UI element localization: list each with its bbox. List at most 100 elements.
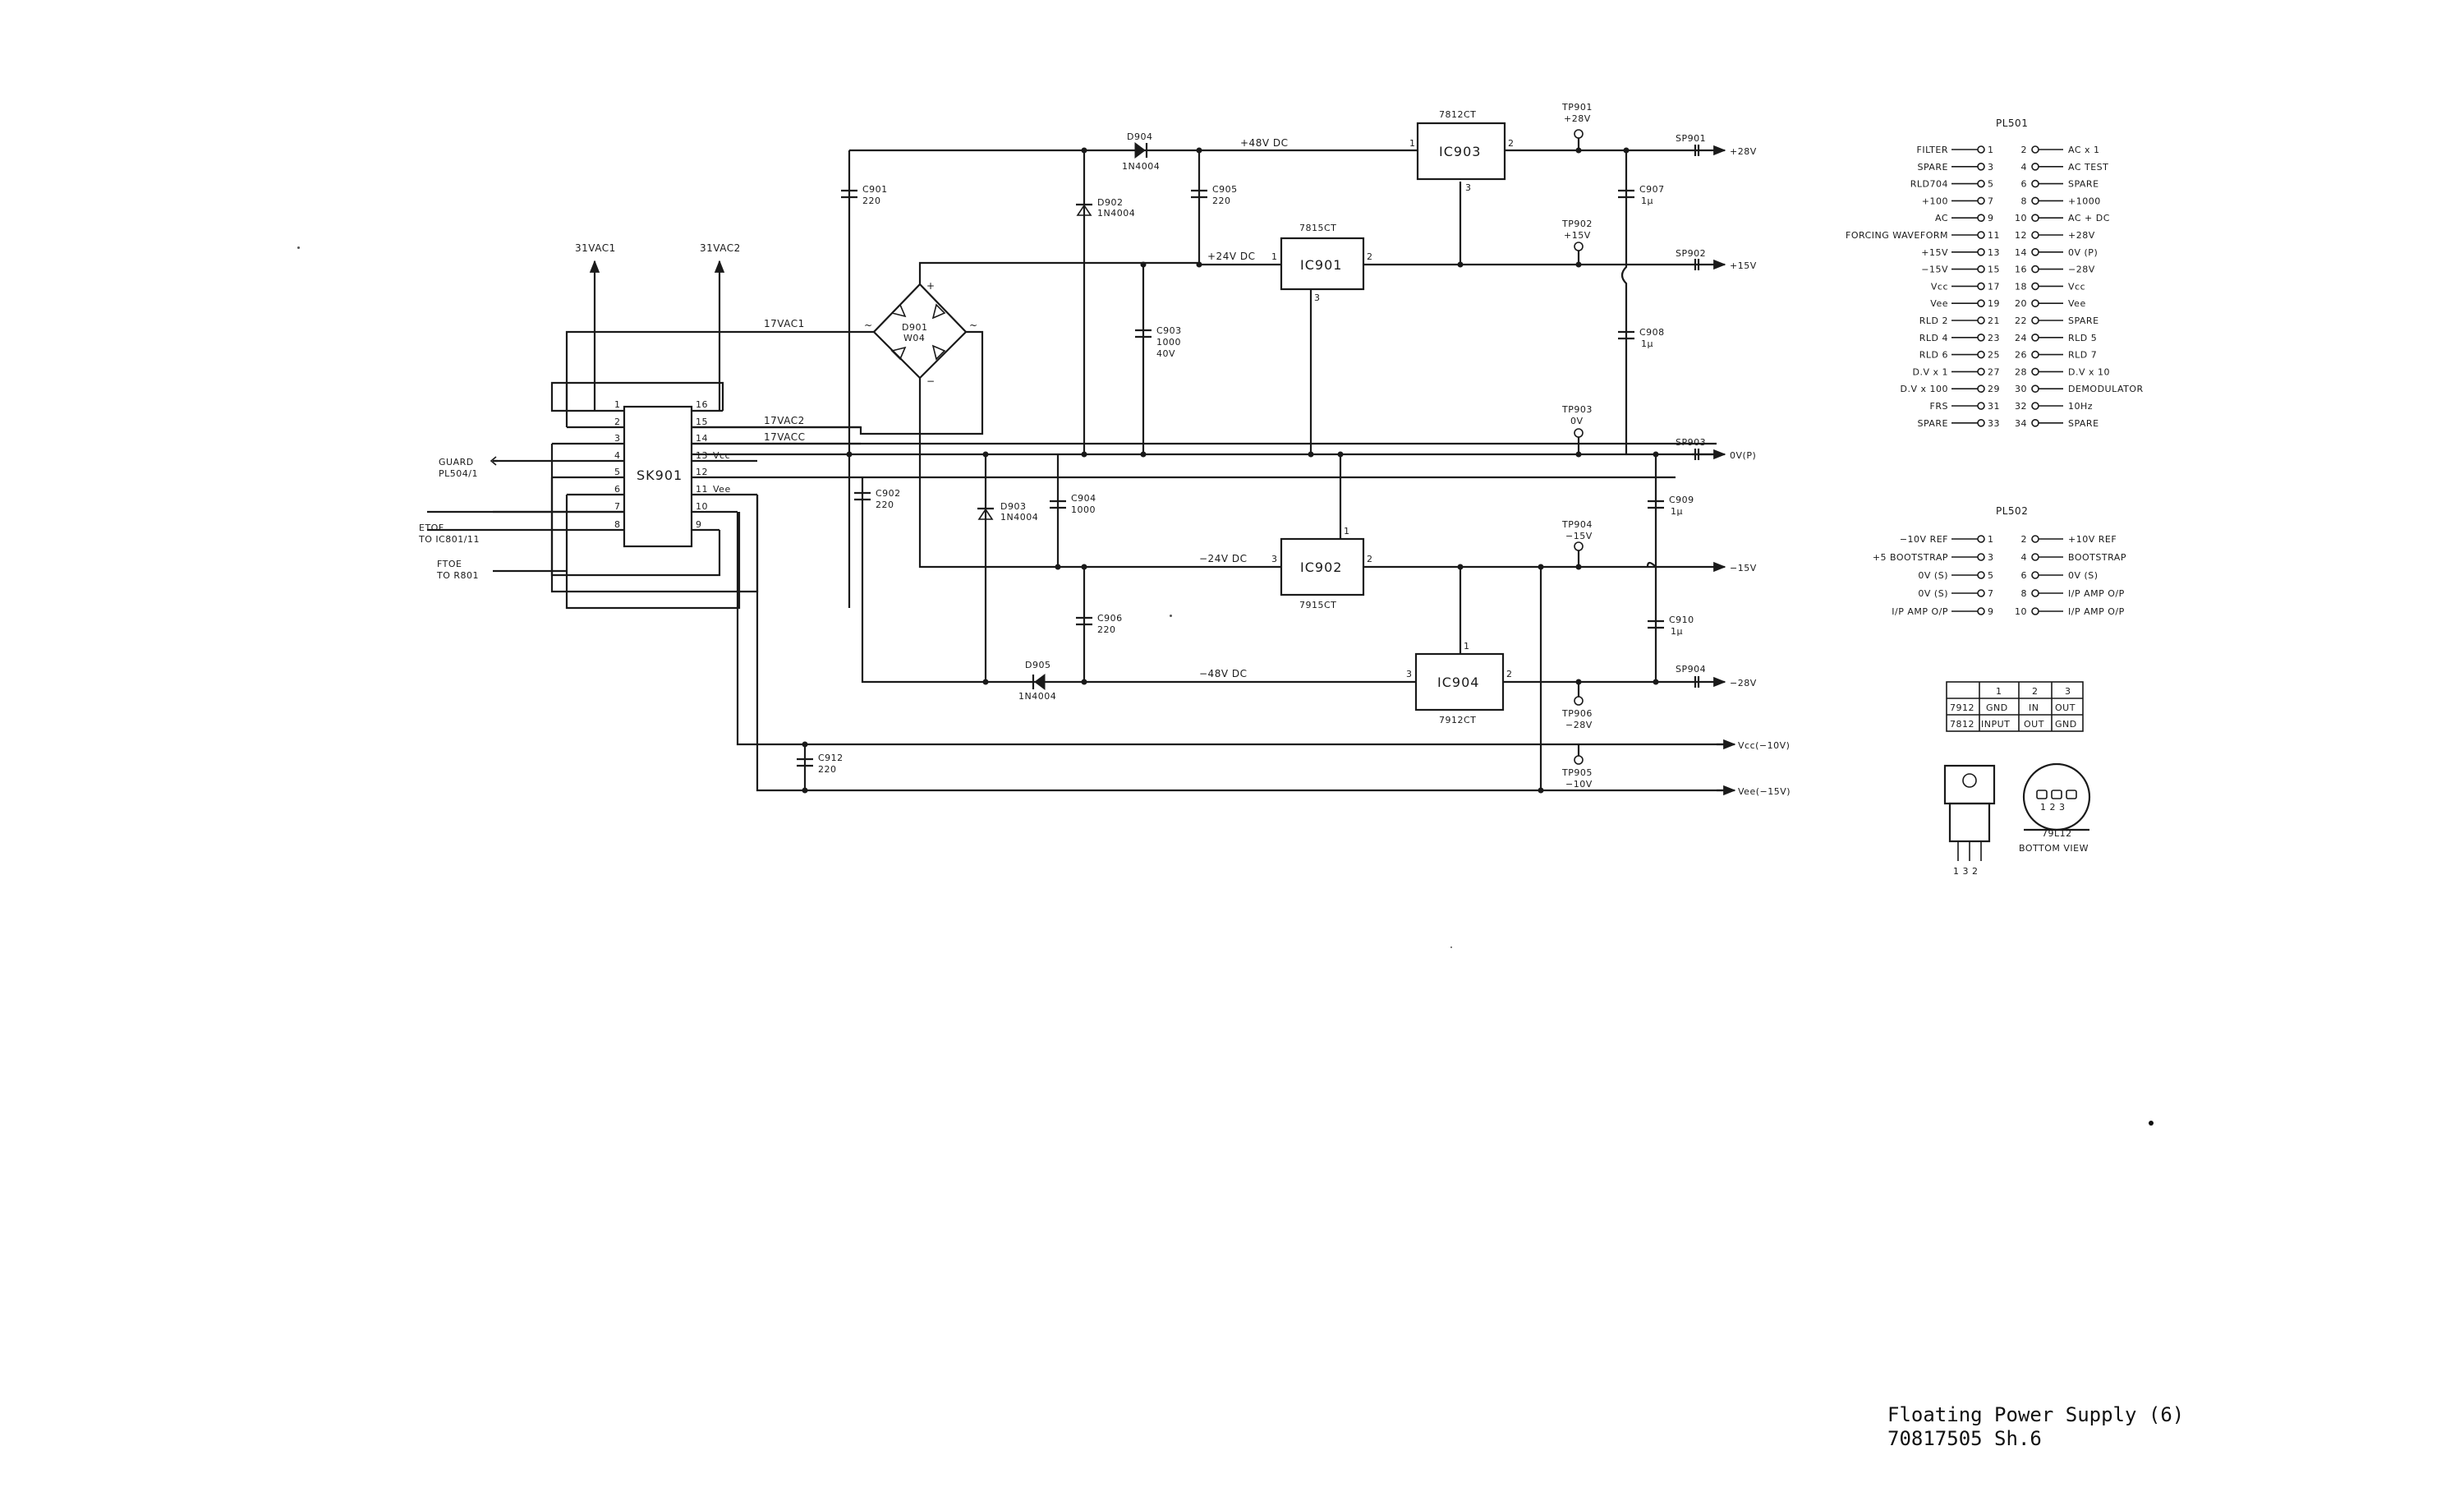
pl501-left-pin-number: 15: [1988, 265, 2000, 275]
pl502-left-label: 0V (S): [1918, 570, 1948, 581]
pinout-cell-1-0: 7812: [1950, 719, 1974, 730]
pl502-left-pin: [1977, 571, 1985, 579]
bridge-ac-left: ~: [864, 320, 873, 331]
svg-text:1: 1: [1409, 138, 1416, 149]
pl501-left-pin: [1977, 145, 1985, 154]
ic903-type: 7812CT: [1439, 109, 1476, 120]
pl501-left-label: D.V x 1: [1913, 366, 1949, 377]
vac1-label: 17VAC1: [764, 318, 805, 329]
pinout-cell-1-3: GND: [2055, 719, 2077, 730]
rail-labels: +48V DC +24V DC −24V DC −48V DC: [1199, 137, 1288, 679]
pl501-left-label: Vee: [1930, 298, 1948, 309]
c905-value: 220: [1212, 196, 1231, 206]
pl502-right-pin: [2031, 535, 2039, 543]
pl501-right-pin-number: 32: [2015, 401, 2027, 412]
pl502-right-pin-number: 10: [2015, 606, 2027, 617]
c903-value: 1000: [1156, 337, 1181, 348]
sk901-pin-10: 10: [696, 501, 708, 512]
pl501-left-pin-number: 5: [1988, 179, 1994, 190]
capacitor-c904: C904 1000: [1050, 454, 1096, 567]
pl502-left-pin: [1977, 607, 1985, 615]
output-zero: 0V(P): [1730, 450, 1756, 461]
regulator-pinout-table: 1 2 3 7912 GND IN OUT 7812 INPUT OUT GND: [1946, 681, 2084, 732]
pl501-right-pin: [2031, 231, 2039, 239]
pl501-right-label: −28V: [2068, 265, 2095, 275]
pl501-right-pin: [2031, 367, 2039, 376]
c901-value: 220: [862, 196, 881, 206]
pl502-left-pin-number: 5: [1988, 570, 1994, 581]
pl501-right-pin-number: 2: [2021, 145, 2028, 155]
to220-pins: 1 3 2: [1953, 866, 1979, 877]
output-vee: Vee(−15V): [1738, 786, 1791, 797]
pl501-left-label: FRS: [1930, 401, 1948, 412]
test-points: TP901 +28V TP902 +15V TP903 0V TP904 −15…: [1539, 102, 1593, 790]
ac2-input-label: 31VAC2: [700, 242, 741, 254]
output-p28: +28V: [1730, 146, 1757, 157]
pl502-left-pin-number: 1: [1988, 534, 1994, 545]
pl501-right-pin: [2031, 145, 2039, 154]
output-n28: −28V: [1730, 678, 1757, 688]
pl501-right-pin: [2031, 163, 2039, 171]
bridge-minus: −: [926, 375, 935, 387]
svg-text:3: 3: [1465, 182, 1472, 193]
pl501-right-pin-number: 24: [2015, 333, 2027, 343]
pl501-left-label: FILTER: [1917, 145, 1949, 155]
pl501-right-pin: [2031, 418, 2039, 427]
d902-ref: D902: [1097, 197, 1123, 208]
pl502-left-label: 0V (S): [1918, 588, 1948, 599]
pl502-right-pin-number: 6: [2021, 570, 2028, 581]
pl501-left-label: FORCING WAVEFORM: [1846, 230, 1948, 241]
guard-ref-label: PL504/1: [439, 468, 478, 479]
sk901-pin-7: 7: [614, 501, 621, 512]
to92-package: 1 2 3 79L12 BOTTOM VIEW: [2019, 762, 2091, 854]
c912-value: 220: [818, 764, 837, 775]
ic902-type: 7915CT: [1299, 600, 1336, 610]
pl501-right-pin-number: 14: [2015, 247, 2027, 258]
pl501-right-label: AC TEST: [2068, 162, 2108, 173]
bridge-ac-right: ~: [969, 320, 978, 331]
pl501-left-pin: [1977, 231, 1985, 239]
pl501-left-pin: [1977, 418, 1985, 427]
pl501-right-label: Vee: [2068, 298, 2086, 309]
pinout-cell-1-1: INPUT: [1981, 719, 2010, 730]
pl501-right-label: 10Hz: [2068, 401, 2093, 412]
pl501-right-pin: [2031, 265, 2039, 274]
svg-text:2: 2: [1508, 138, 1515, 149]
diode-d903: D903 1N4004: [977, 501, 1038, 523]
pinout-header-2: 2: [2032, 686, 2039, 697]
pl501-right-label: 0V (P): [2068, 247, 2098, 258]
ftoe-label: FTOE: [437, 559, 462, 569]
pl501-right-pin: [2031, 196, 2039, 205]
tp906-ref: TP906: [1561, 708, 1593, 719]
pinout-cell-0-0: 7912: [1950, 702, 1974, 713]
pl502-left-pin: [1977, 553, 1985, 561]
etof-ref-label: TO IC801/11: [418, 534, 480, 545]
capacitor-c909: C909 1μ: [1648, 495, 1694, 517]
pl501-left-label: SPARE: [1917, 418, 1948, 429]
d901-type: W04: [903, 333, 925, 343]
pl501-left-pin-number: 3: [1988, 162, 1994, 173]
ic901-type: 7815CT: [1299, 223, 1336, 233]
c909-value: 1μ: [1671, 506, 1683, 517]
ic904-ref: IC904: [1437, 675, 1479, 690]
pl501-left-pin-number: 21: [1988, 315, 2000, 326]
bottom-view-label: BOTTOM VIEW: [2019, 843, 2089, 854]
pl501-right-pin-number: 22: [2015, 315, 2027, 326]
sk901-vcc-label: Vcc: [713, 450, 730, 461]
c905-ref: C905: [1212, 184, 1238, 195]
pl501-right-label: AC + DC: [2068, 213, 2110, 223]
diode-d905: D905 1N4004: [1018, 660, 1056, 702]
pl501-left-pin-number: 1: [1988, 145, 1994, 155]
tp901-value: +28V: [1564, 113, 1591, 124]
pl501-right-label: RLD 7: [2068, 350, 2097, 361]
d905-ref: D905: [1025, 660, 1050, 670]
output-vcc-line: Vcc(−10V): [1717, 739, 1790, 751]
test-point-tp901: TP901 +28V: [1561, 102, 1592, 150]
sk901-pin-15: 15: [696, 417, 708, 427]
sk901-label: SK901: [637, 467, 683, 483]
